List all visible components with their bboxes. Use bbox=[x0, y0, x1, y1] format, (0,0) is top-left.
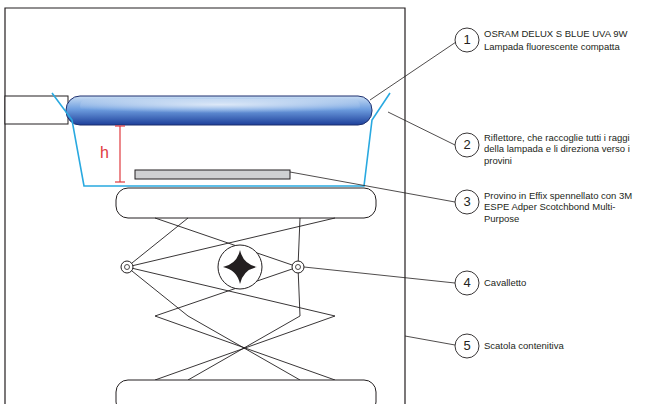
uv-lamp bbox=[66, 96, 372, 125]
dimension-tick bbox=[115, 181, 125, 182]
knob-star bbox=[223, 250, 257, 284]
specimen bbox=[135, 170, 290, 179]
callout-number: 3 bbox=[455, 190, 479, 214]
lamp-highlight bbox=[80, 99, 360, 113]
callout-number: 2 bbox=[455, 133, 479, 157]
pin bbox=[292, 261, 304, 273]
dimension-line bbox=[119, 126, 120, 182]
pin-center bbox=[125, 265, 130, 270]
scissor-lattice bbox=[127, 218, 335, 380]
part-description: Lampada fluorescente compatta bbox=[484, 41, 643, 52]
dimension-label: h bbox=[98, 143, 111, 162]
lamp-holder bbox=[5, 96, 68, 124]
pin-center bbox=[296, 265, 301, 270]
part-name: Cavalletto bbox=[484, 277, 634, 288]
dimension-tick bbox=[115, 125, 125, 126]
callout-circles bbox=[455, 28, 479, 358]
part-description: Riflettore, che raccoglie tutti i raggi … bbox=[484, 132, 634, 166]
reflector bbox=[52, 93, 390, 186]
part-description: Provino in Effix spennellato con 3M ESPE… bbox=[484, 190, 634, 224]
pin bbox=[121, 261, 133, 273]
stand-platform bbox=[116, 188, 376, 218]
callout-number: 4 bbox=[455, 271, 479, 295]
callout-number: 1 bbox=[455, 28, 479, 52]
part-name: Scatola contenitiva bbox=[484, 340, 634, 351]
part-name: OSRAM DELUX S BLUE UVA 9W bbox=[484, 28, 643, 39]
stand-base bbox=[116, 380, 376, 404]
containing-box bbox=[5, 8, 405, 404]
callout-number: 5 bbox=[455, 334, 479, 358]
adjust-knob bbox=[218, 245, 262, 289]
leader-lines bbox=[290, 42, 456, 345]
